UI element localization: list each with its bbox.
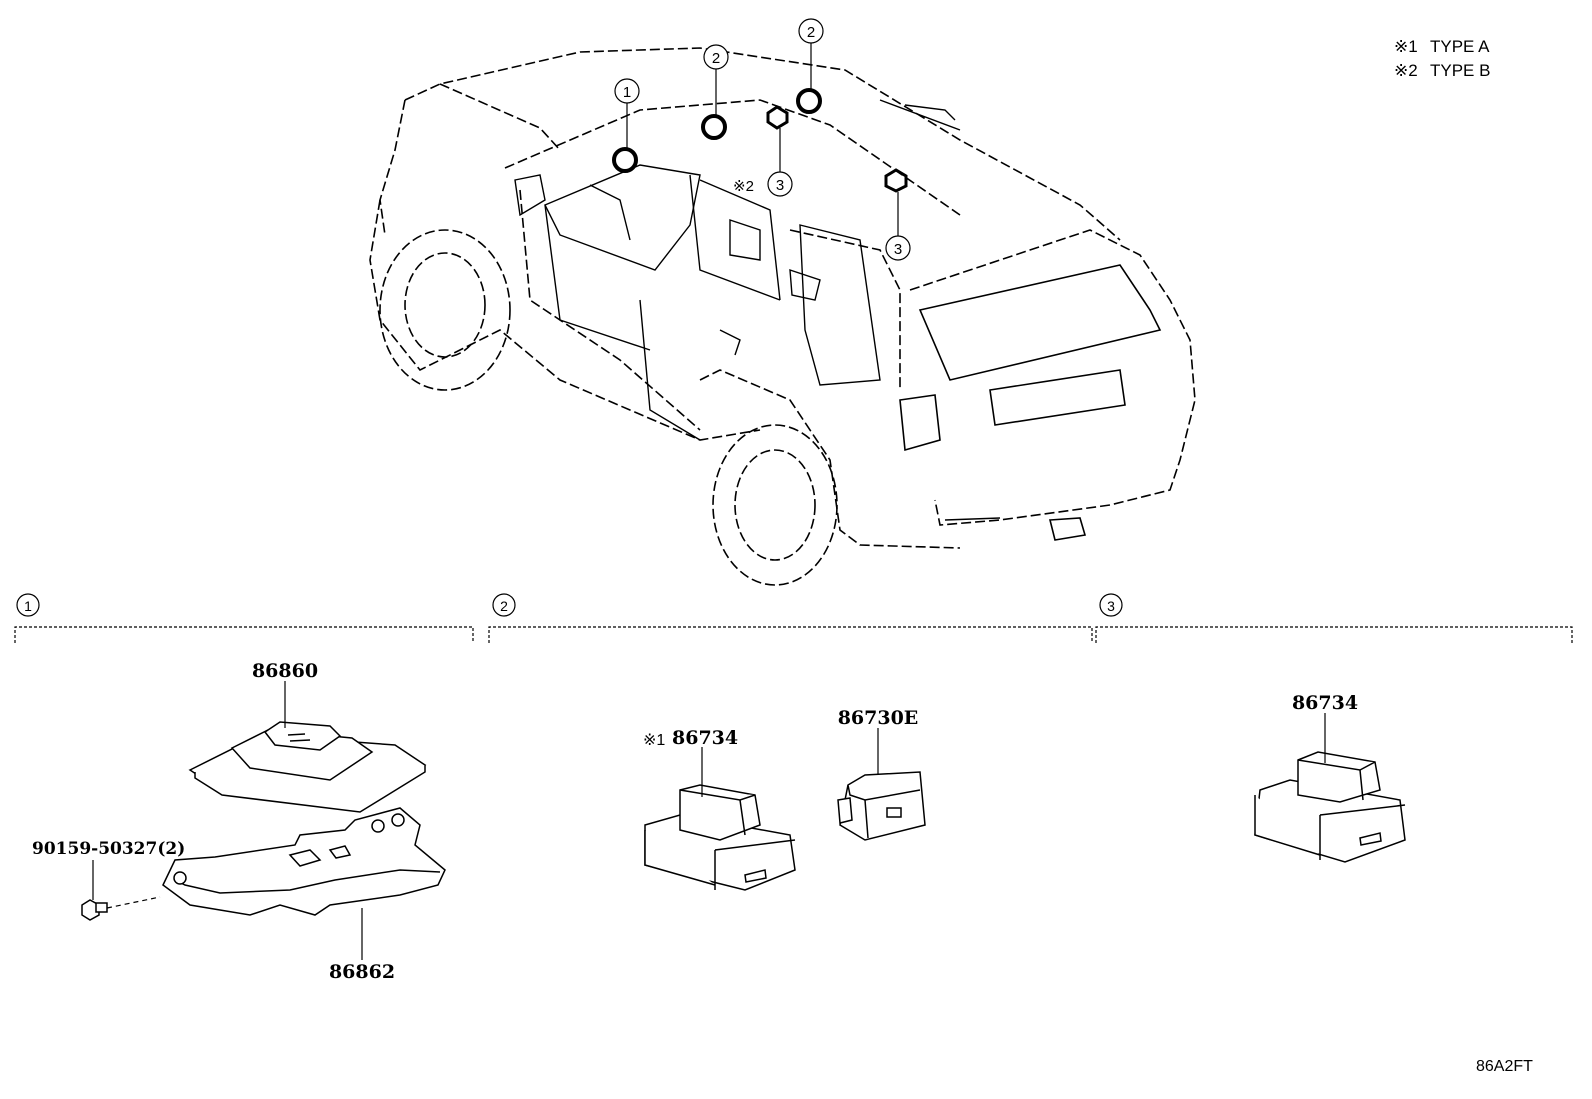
part-number-86860: 86860 (252, 660, 318, 682)
location-marker-3a (766, 105, 789, 130)
antenna-86730e-drawing (837, 771, 926, 841)
callout-1: 1 (614, 78, 640, 104)
legend-text-type-a: TYPE A (1430, 37, 1490, 56)
svg-text:3: 3 (894, 241, 902, 258)
group-1-leaders (92, 681, 363, 960)
part-number-86862: 86862 (329, 961, 395, 983)
group-headers (14, 593, 1573, 643)
legend-mark-type-a: ※1 (1394, 37, 1418, 56)
part-number-86734: 86734 (1292, 692, 1358, 714)
group-label-1: 1 (24, 598, 32, 614)
diagram-code: 86A2FT (1476, 1058, 1533, 1075)
legend-mark-type-b: ※2 (1394, 61, 1418, 80)
callout-2a: 2 (703, 44, 729, 70)
part-number-86734-type-a: 86734 (672, 727, 738, 749)
location-marker-2b (796, 88, 822, 114)
svg-text:3: 3 (776, 177, 784, 194)
svg-text:2: 2 (807, 24, 815, 41)
module-86860-drawing (188, 721, 427, 813)
unit-86734-drawing (1254, 751, 1406, 863)
location-marker-3b (884, 168, 908, 193)
part-number-bolt: 90159-50327(2) (32, 839, 185, 859)
type-b-mark: ※2 (733, 178, 754, 195)
location-markers (612, 88, 908, 193)
group-3-parts (1254, 751, 1406, 863)
group-label-3: 3 (1107, 598, 1115, 614)
svg-text:1: 1 (623, 84, 631, 101)
bolt-drawing (81, 899, 108, 921)
callout-leaders (626, 43, 899, 236)
svg-text:2: 2 (712, 50, 720, 67)
callout-3b: 3 (885, 235, 911, 261)
group-2-parts (644, 771, 926, 891)
vehicle-callouts: 1 2 2 3 3 ※2 (614, 18, 911, 261)
group-label-2: 2 (500, 598, 508, 614)
type-a-mark: ※1 (643, 732, 665, 749)
callout-3a: 3 (767, 171, 793, 197)
callout-2b: 2 (798, 18, 824, 44)
bracket-86862-drawing (162, 807, 446, 916)
location-marker-2a (701, 114, 727, 140)
group-2-leaders (701, 728, 879, 797)
location-marker-1 (612, 147, 638, 173)
part-number-86730e: 86730E (838, 707, 919, 729)
unit-86734-type-a-drawing (644, 784, 796, 891)
legend-text-type-b: TYPE B (1430, 61, 1490, 80)
legend: ※1 TYPE A ※2 TYPE B (1394, 37, 1490, 80)
group-1-parts (81, 721, 446, 921)
vehicle-illustration (369, 47, 1196, 586)
